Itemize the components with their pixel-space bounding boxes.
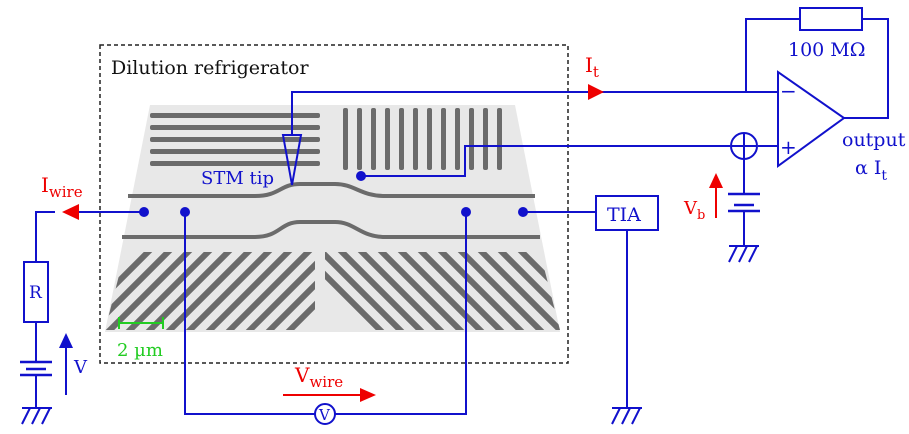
output-proportional-label: α It — [855, 157, 887, 184]
scale-bar — [118, 317, 164, 329]
contact-dot-gate — [356, 171, 366, 181]
bias-voltage-label: Vb — [683, 198, 705, 223]
opamp-icon — [777, 70, 846, 168]
ground-icon-left — [21, 407, 52, 425]
contact-dot-left-inner — [180, 207, 190, 217]
voltage-source-battery-icon — [20, 360, 52, 377]
voltage-wire-label: Vwire — [294, 363, 343, 391]
gate-stripes-top-right — [343, 108, 502, 170]
current-it-label: It — [585, 53, 599, 81]
contact-dot-left-outer — [139, 207, 149, 217]
dilution-refrigerator-frame — [99, 44, 569, 364]
feedback-resistor-label: 100 MΩ — [788, 39, 866, 61]
stm-tip-label: STM tip — [201, 168, 274, 189]
resistor-r-icon — [23, 261, 49, 323]
circuit-wires — [35, 18, 889, 415]
voltage-wire-arrow-icon — [283, 388, 376, 402]
ground-icon-tia — [611, 407, 642, 425]
current-wire-arrow-icon — [62, 204, 79, 220]
output-label: output — [842, 129, 906, 151]
tia-label: TIA — [607, 204, 641, 226]
resistor-r-label: R — [29, 283, 43, 303]
tia-box — [595, 195, 659, 231]
contact-dot-right-inner — [461, 207, 471, 217]
voltage-source-label: V — [73, 357, 88, 378]
opamp-plus-label: + — [780, 135, 797, 159]
opamp-minus-label: − — [780, 79, 797, 103]
gate-stripes-top-left — [150, 113, 320, 166]
feedback-resistor-icon — [799, 7, 863, 31]
nanowire-channel — [122, 182, 540, 239]
scale-bar-label: 2 µm — [117, 340, 163, 361]
current-wire-label: Iwire — [41, 173, 83, 201]
gate-stripes-bottom-left — [105, 252, 315, 330]
bias-voltage-arrow-icon — [709, 173, 723, 218]
dilution-refrigerator-label: Dilution refrigerator — [111, 57, 309, 79]
current-it-arrow-icon — [588, 84, 604, 100]
contact-dot-right-outer — [518, 207, 528, 217]
gate-stripes-bottom-right — [325, 252, 560, 330]
sem-sample-image — [105, 105, 560, 332]
voltmeter-label: V — [318, 406, 331, 424]
summing-node-icon — [730, 132, 758, 160]
contact-dots — [139, 171, 528, 217]
bias-battery-icon — [728, 192, 760, 213]
ground-icon-bias — [728, 245, 759, 263]
voltage-source-arrow-icon — [59, 333, 73, 395]
voltmeter-icon — [314, 403, 336, 425]
